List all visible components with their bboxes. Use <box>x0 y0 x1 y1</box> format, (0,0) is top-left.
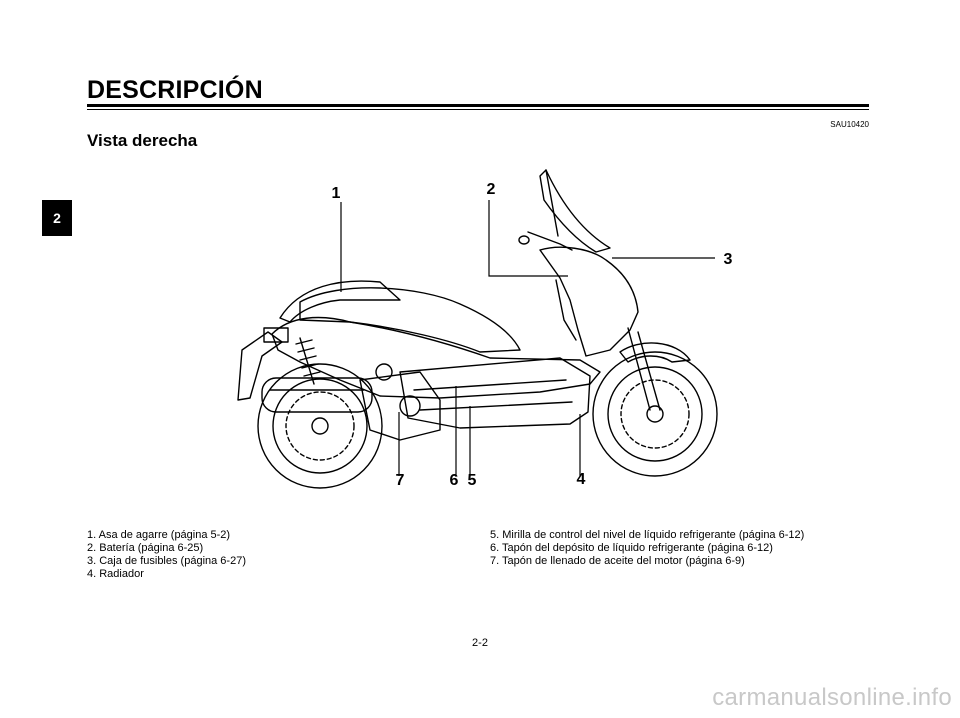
callout-3: 3 <box>724 251 733 268</box>
page-number: 2-2 <box>472 637 488 649</box>
callout-4: 4 <box>577 471 586 488</box>
callout-5: 5 <box>468 472 477 489</box>
document-code: SAU10420 <box>830 120 869 129</box>
rear-tire <box>257 363 383 489</box>
floorboard <box>399 357 591 429</box>
callout-2: 2 <box>487 181 496 198</box>
brake-lever <box>518 235 530 245</box>
legend-item: 7. Tapón de llenado de aceite del motor … <box>490 555 745 567</box>
front-tire <box>592 351 718 477</box>
muffler <box>261 377 373 413</box>
rear-rim <box>272 378 368 474</box>
front-rim <box>607 366 703 462</box>
windscreen <box>539 169 611 253</box>
callout-6: 6 <box>450 472 459 489</box>
rear-body <box>271 316 601 399</box>
callout-7: 7 <box>396 472 405 489</box>
front-fender <box>619 342 691 363</box>
section-title: Vista derecha <box>87 131 198 150</box>
legend-item: 2. Batería (página 6-25) <box>87 542 204 554</box>
legend-item: 4. Radiador <box>87 568 144 580</box>
legend-right: 5. Mirilla de control del nivel de líqui… <box>490 529 804 568</box>
legend-item: 6. Tapón del depósito de líquido refrige… <box>490 542 773 554</box>
rear-shock <box>299 337 315 385</box>
callout-1: 1 <box>332 185 341 202</box>
chapter-tab: 2 <box>42 200 72 236</box>
seat <box>299 287 521 353</box>
handlebar <box>527 231 573 251</box>
header-rule-thick <box>87 104 869 107</box>
header-rule-thin <box>87 108 869 110</box>
legend-item: 5. Mirilla de control del nivel de líqui… <box>490 529 805 541</box>
front-body <box>539 246 639 357</box>
front-fork <box>627 327 651 411</box>
grab-rail <box>279 280 401 323</box>
page-title: DESCRIPCIÓN <box>87 76 263 104</box>
legend-left: 1. Asa de agarre (página 5-2) 2. Batería… <box>87 529 246 581</box>
legend-item: 1. Asa de agarre (página 5-2) <box>87 529 231 541</box>
watermark: carmanualsonline.info <box>712 684 952 711</box>
engine <box>359 371 441 441</box>
legend-item: 3. Caja de fusibles (página 6-27) <box>87 555 246 567</box>
